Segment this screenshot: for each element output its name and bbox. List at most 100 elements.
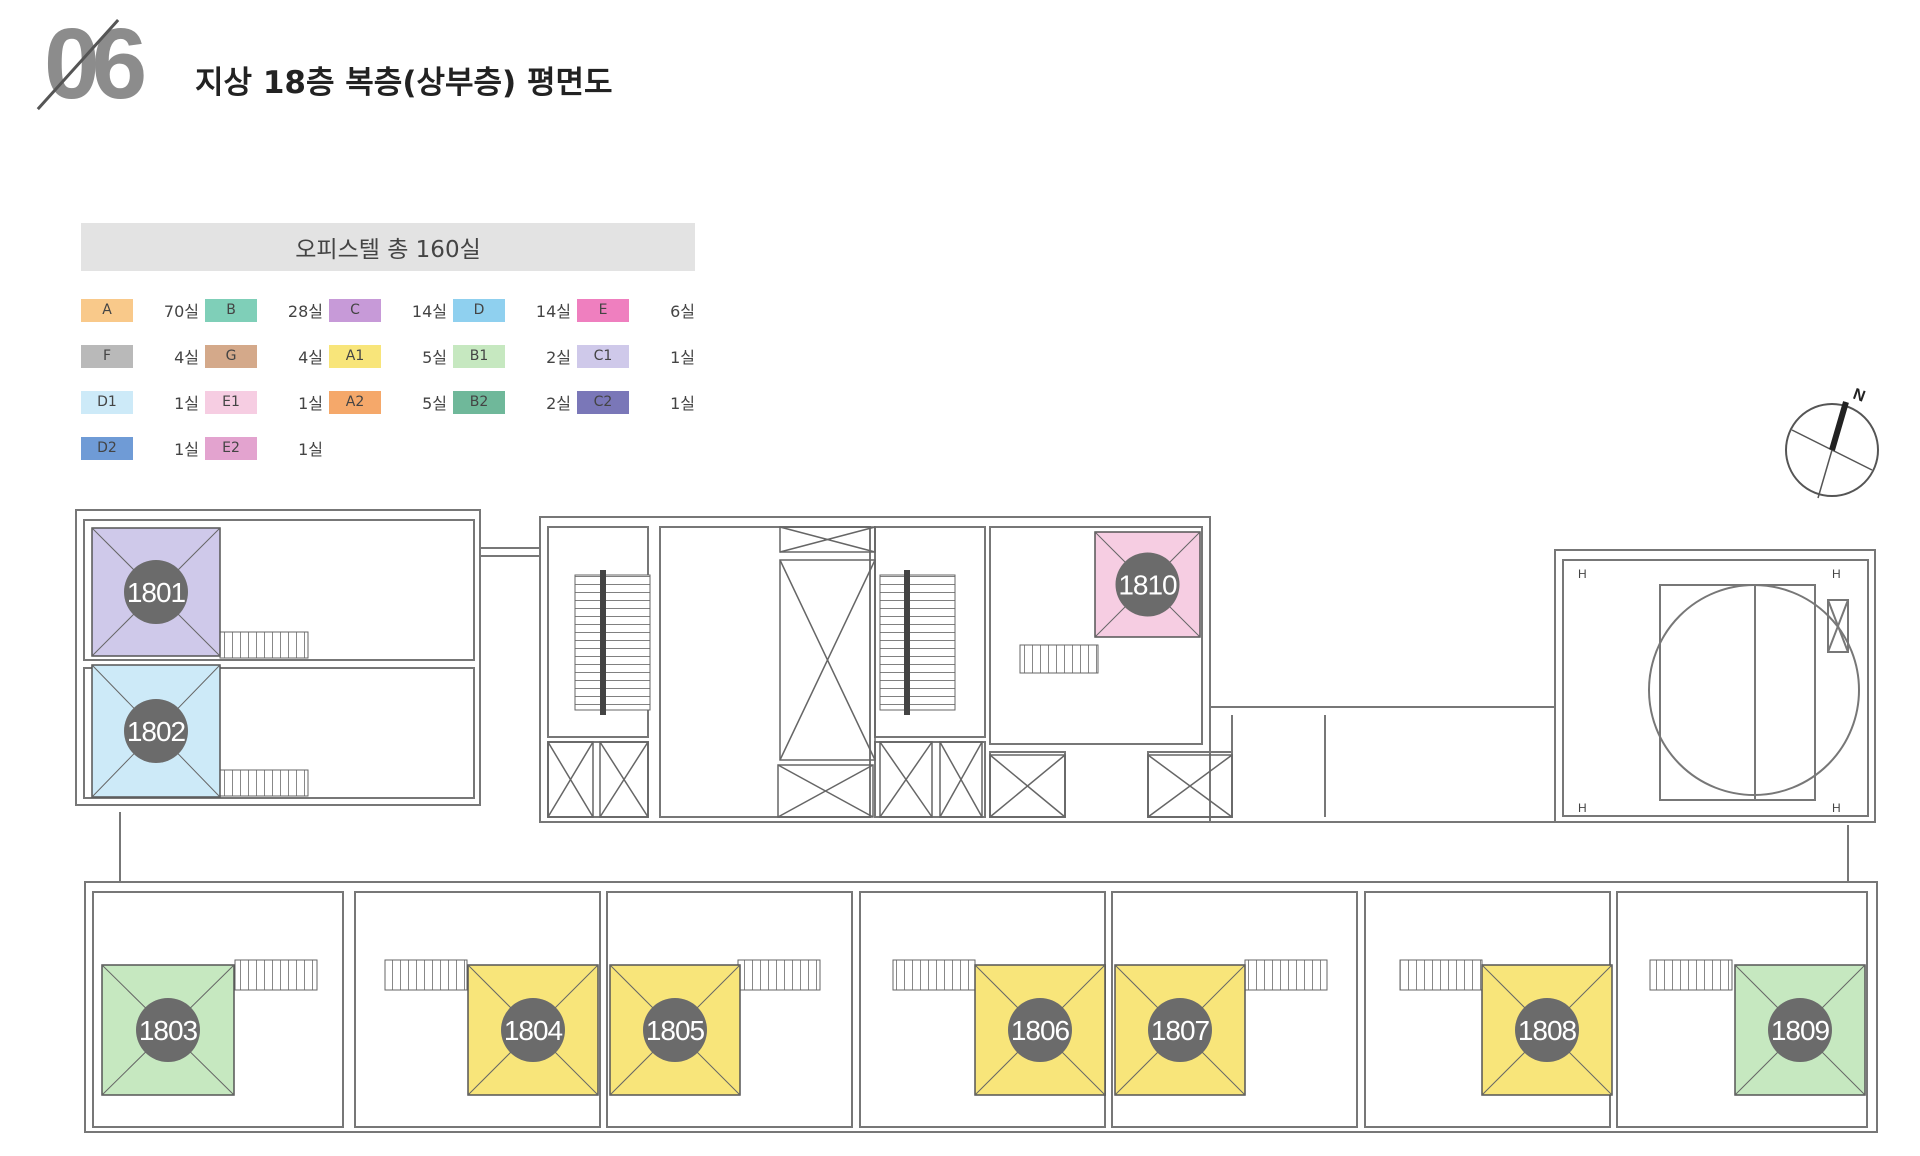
unit-badge [643,998,707,1062]
unit-badge [1148,998,1212,1062]
compass-north-label: N [1851,386,1868,406]
heliport-marker-ne: H [1832,567,1841,581]
legend-swatch: B2 [453,390,505,414]
legend-item-a: A 70실 [81,298,205,322]
unit-1808: 1808 [1481,964,1613,1096]
legend-item-e2: E2 1실 [205,436,329,460]
unit-1806: 1806 [974,964,1106,1096]
legend-item-b1: B1 2실 [453,344,577,368]
unit-badge [1515,998,1579,1062]
unit-badge [1008,998,1072,1062]
legend-count: 2실 [546,348,571,367]
legend-count: 14실 [411,302,447,321]
legend-count: 1실 [174,394,199,413]
unit-badge [501,998,565,1062]
unit-number: 1808 [1518,1015,1577,1046]
legend-swatch: A1 [329,344,381,368]
legend-item-e1: E1 1실 [205,390,329,414]
room-1802-outline [83,667,475,799]
legend-count: 5실 [422,348,447,367]
page-title: 지상 18층 복층(상부층) 평면도 [195,65,613,101]
legend-swatch: A2 [329,390,381,414]
unit-number: 1804 [504,1015,563,1046]
heliport-outline [1554,549,1876,823]
unit-1804: 1804 [467,964,599,1096]
heliport-marker-sw: H [1578,801,1587,815]
legend-count: 14실 [535,302,571,321]
unit-badge [1115,552,1180,617]
legend-swatch: C [329,298,381,322]
section-number: 06 [44,8,147,120]
unit-number: 1806 [1011,1015,1070,1046]
legend-item-c: C 14실 [329,298,453,322]
legend-title-bar: 오피스텔 총 160실 [81,223,695,271]
legend-swatch: D1 [81,390,133,414]
unit-number: 1810 [1118,570,1177,601]
legend-swatch: B [205,298,257,322]
unit-number: 1809 [1771,1015,1830,1046]
unit-badge [124,560,188,624]
heliport-marker-se: H [1832,801,1841,815]
legend-count: 1실 [670,348,695,367]
core-outline [539,516,1211,823]
unit-badge [1768,998,1832,1062]
legend-swatch: C1 [577,344,629,368]
legend-item-d1: D1 1실 [81,390,205,414]
unit-1805: 1805 [609,964,741,1096]
legend-item-e: E 6실 [577,298,701,322]
legend-item-a1: A1 5실 [329,344,453,368]
room-1810-outline [989,526,1203,745]
legend-item-d2: D2 1실 [81,436,205,460]
block-west-outline [75,509,481,806]
legend-swatch: D2 [81,436,133,460]
legend-count: 28실 [287,302,323,321]
unit-1810: 1810 [1094,531,1201,638]
legend-count: 1실 [174,440,199,459]
legend-item-c2: C2 1실 [577,390,701,414]
unit-number: 1801 [127,577,186,608]
compass: N [1785,386,1879,499]
legend-count: 4실 [174,348,199,367]
unit-1807: 1807 [1114,964,1246,1096]
legend-swatch: D [453,298,505,322]
unit-number: 1805 [646,1015,705,1046]
unit-badge [136,998,200,1062]
legend-swatch: F [81,344,133,368]
legend-item-g: G 4실 [205,344,329,368]
legend-item-b: B 28실 [205,298,329,322]
legend-count: 4실 [298,348,323,367]
legend-item-a2: A2 5실 [329,390,453,414]
heliport-marker-nw: H [1578,567,1587,581]
unit-1801: 1801 [91,527,221,657]
unit-1809: 1809 [1734,964,1866,1096]
legend-count: 6실 [670,302,695,321]
legend-swatch: G [205,344,257,368]
legend-item-f: F 4실 [81,344,205,368]
unit-type-legend: A 70실 B 28실 C 14실 D 14실 E 6실 F 4실 G 4실 A1 5실 B1 2실 C1 1실 D1 1… [81,298,701,468]
legend-swatch: C2 [577,390,629,414]
unit-number: 1807 [1151,1015,1210,1046]
legend-swatch: B1 [453,344,505,368]
legend-count: 5실 [422,394,447,413]
unit-badge [124,699,188,763]
block-south-outline [84,881,1878,1133]
unit-1802: 1802 [91,664,221,798]
legend-swatch: E2 [205,436,257,460]
legend-item-c1: C1 1실 [577,344,701,368]
room-1801-outline [83,519,475,661]
unit-number: 1802 [127,716,186,747]
legend-swatch: A [81,298,133,322]
legend-count: 1실 [298,394,323,413]
legend-swatch: E1 [205,390,257,414]
legend-item-b2: B2 2실 [453,390,577,414]
legend-count: 1실 [670,394,695,413]
legend-swatch: E [577,298,629,322]
unit-number: 1803 [139,1015,198,1046]
legend-count: 1실 [298,440,323,459]
corridor-east-outline [1209,706,1556,823]
legend-count: 2실 [546,394,571,413]
legend-count: 70실 [163,302,199,321]
unit-1803: 1803 [101,964,235,1096]
legend-item-d: D 14실 [453,298,577,322]
